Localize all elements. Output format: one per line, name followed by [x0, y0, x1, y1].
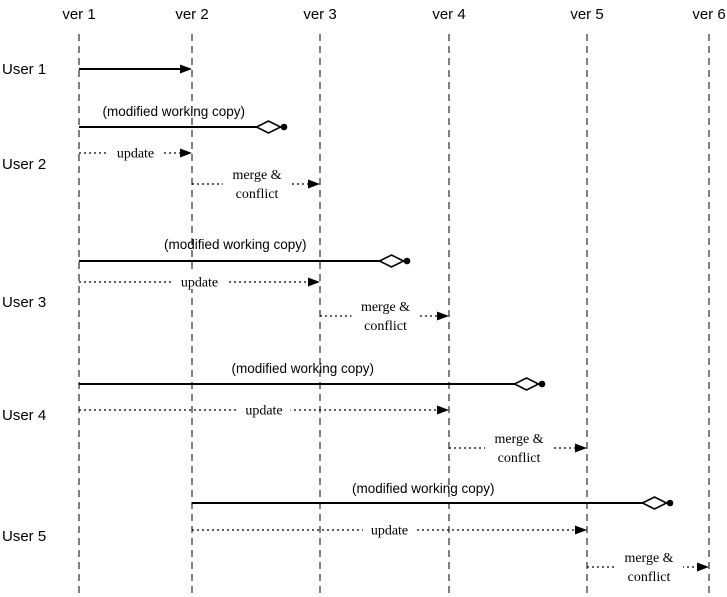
merge-arrowhead	[575, 443, 587, 453]
merge-label-line-1: merge &	[494, 432, 543, 447]
merge-label-bg	[615, 548, 683, 586]
merge-arrowhead	[308, 179, 320, 189]
merge-label-line-1: merge &	[624, 551, 673, 566]
merge-label-bg	[223, 165, 291, 203]
message-update-user-5: update	[192, 521, 587, 539]
merge-label-bg	[351, 297, 420, 335]
modified-label: (modified working copy)	[102, 104, 245, 119]
message-arrows: (modified working copy) update merge & conf…	[79, 64, 709, 586]
merge-label-line-2: conflict	[236, 187, 279, 202]
message-update-user-3: update	[79, 273, 320, 291]
update-arrowhead	[308, 277, 320, 287]
user-label-user-1: User 1	[2, 61, 46, 78]
user-labels: User 1 User 2 User 3 User 4 User 5	[2, 61, 46, 545]
end-dot	[280, 123, 288, 131]
merge-label-line-2: conflict	[364, 319, 407, 334]
aggregation-diamond	[640, 496, 669, 510]
commit-arrowhead	[180, 64, 192, 74]
merge-label-line-1: merge &	[361, 300, 410, 315]
message-merge-user-3: merge & conflict	[320, 297, 449, 335]
update-label: update	[371, 524, 408, 539]
version-label-ver-6: ver 6	[692, 6, 725, 23]
update-label: update	[245, 404, 282, 419]
version-label-ver-1: ver 1	[62, 6, 95, 23]
message-merge-user-5: merge & conflict	[587, 548, 709, 586]
merge-arrowhead	[697, 562, 709, 572]
message-modified-user-5: (modified working copy)	[192, 481, 674, 510]
message-modified-user-3: (modified working copy)	[79, 237, 411, 268]
user-label-user-3: User 3	[2, 294, 46, 311]
version-label-ver-2: ver 2	[175, 6, 208, 23]
version-label-ver-4: ver 4	[432, 6, 465, 23]
aggregation-diamond	[512, 377, 541, 391]
end-dot	[538, 380, 546, 388]
merge-arrowhead	[437, 311, 449, 321]
version-label-ver-3: ver 3	[303, 6, 336, 23]
modified-label: (modified working copy)	[231, 361, 374, 376]
user-label-user-4: User 4	[2, 407, 46, 424]
aggregation-diamond	[254, 120, 283, 134]
update-arrowhead	[180, 148, 192, 158]
modified-label: (modified working copy)	[352, 481, 495, 496]
update-arrowhead	[437, 405, 449, 415]
merge-label-line-2: conflict	[628, 570, 671, 585]
end-dot	[403, 257, 411, 265]
end-dot	[666, 499, 674, 507]
update-label-bg	[237, 401, 291, 417]
message-commit-user-1	[79, 64, 192, 74]
merge-label-line-2: conflict	[498, 451, 541, 466]
merge-label-line-1: merge &	[232, 168, 281, 183]
update-label: update	[117, 147, 154, 162]
message-merge-user-4: merge & conflict	[449, 429, 587, 467]
merge-label-bg	[485, 429, 553, 467]
message-merge-user-2: merge & conflict	[192, 165, 320, 203]
modified-label: (modified working copy)	[164, 237, 307, 252]
user-label-user-2: User 2	[2, 156, 46, 173]
update-label-bg	[363, 521, 416, 537]
version-label-ver-5: ver 5	[570, 6, 603, 23]
message-update-user-4: update	[79, 401, 449, 419]
aggregation-diamond	[377, 254, 406, 268]
version-labels: ver 1 ver 2 ver 3 ver 4 ver 5 ver 6	[62, 6, 725, 23]
update-arrowhead	[575, 525, 587, 535]
user-label-user-5: User 5	[2, 528, 46, 545]
message-modified-user-4: (modified working copy)	[79, 361, 546, 391]
message-update-user-2: update	[79, 144, 192, 162]
message-modified-user-2: (modified working copy)	[79, 104, 288, 134]
update-label-bg	[173, 273, 226, 289]
update-label: update	[181, 276, 218, 291]
update-label-bg	[109, 144, 162, 160]
